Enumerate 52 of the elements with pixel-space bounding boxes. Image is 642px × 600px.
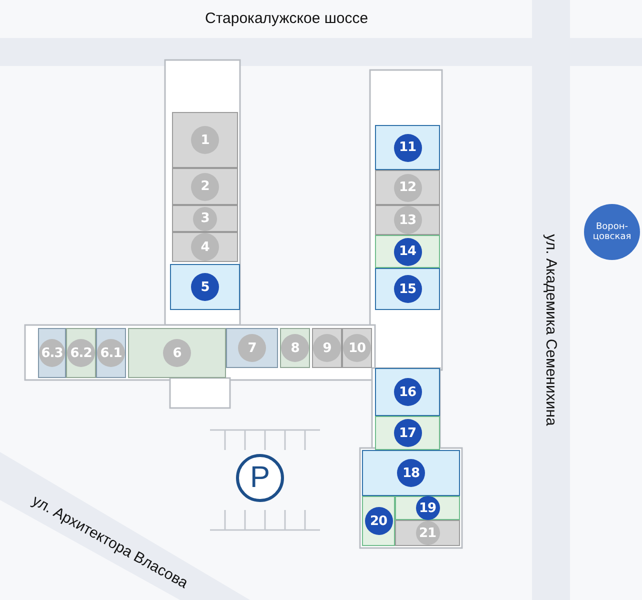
unit-number: 14 [394, 238, 422, 266]
unit-number: 4 [191, 233, 219, 261]
unit-number: 15 [394, 275, 422, 303]
unit-area [375, 368, 440, 416]
unit-number: 3 [193, 206, 217, 230]
unit-area [66, 328, 96, 378]
unit-number: 12 [394, 174, 422, 202]
unit-area [96, 328, 126, 378]
unit-area [375, 125, 440, 170]
unit-area [342, 328, 372, 368]
unit-number: 6 [163, 339, 191, 367]
unit-area [312, 328, 342, 368]
metro-station-marker: Ворон- цовская [584, 204, 640, 260]
unit-area [375, 235, 440, 268]
unit-area [172, 205, 238, 232]
unit-area [395, 496, 460, 520]
unit-area [362, 496, 395, 546]
unit-number: 6.1 [97, 339, 125, 367]
unit-number: 1 [191, 126, 219, 154]
unit-number: 21 [416, 521, 440, 545]
unit-number: 16 [394, 378, 422, 406]
unit-number: 20 [364, 507, 392, 535]
unit-area [280, 328, 310, 368]
unit-number: 19 [416, 496, 440, 520]
unit-number: 6.3 [39, 339, 65, 367]
parking-sign: P [236, 454, 284, 502]
unit-number: 2 [191, 172, 219, 200]
unit-number: 10 [343, 334, 371, 362]
unit-number: 5 [191, 273, 219, 301]
unit-number: 11 [394, 134, 422, 162]
street-name: Старокалужское шоссе [205, 10, 368, 27]
unit-area [128, 328, 226, 378]
unit-number: 17 [394, 419, 422, 447]
unit-area [226, 328, 278, 368]
unit-area [375, 170, 440, 205]
street-name: ул. Академика Семенихина [542, 234, 560, 426]
unit-area [172, 168, 238, 205]
unit-area [170, 264, 240, 310]
unit-area [362, 450, 460, 496]
unit-number: 18 [397, 459, 425, 487]
unit-area [375, 268, 440, 310]
unit-number: 7 [238, 334, 266, 362]
unit-area [38, 328, 66, 378]
unit-number: 9 [313, 334, 341, 362]
unit-area [395, 520, 460, 546]
unit-number: 6.2 [67, 339, 95, 367]
unit-area [375, 416, 440, 450]
unit-number: 13 [394, 206, 422, 234]
unit-area [172, 112, 238, 168]
unit-area [172, 232, 238, 262]
unit-area [375, 205, 440, 235]
unit-number: 8 [281, 334, 309, 362]
